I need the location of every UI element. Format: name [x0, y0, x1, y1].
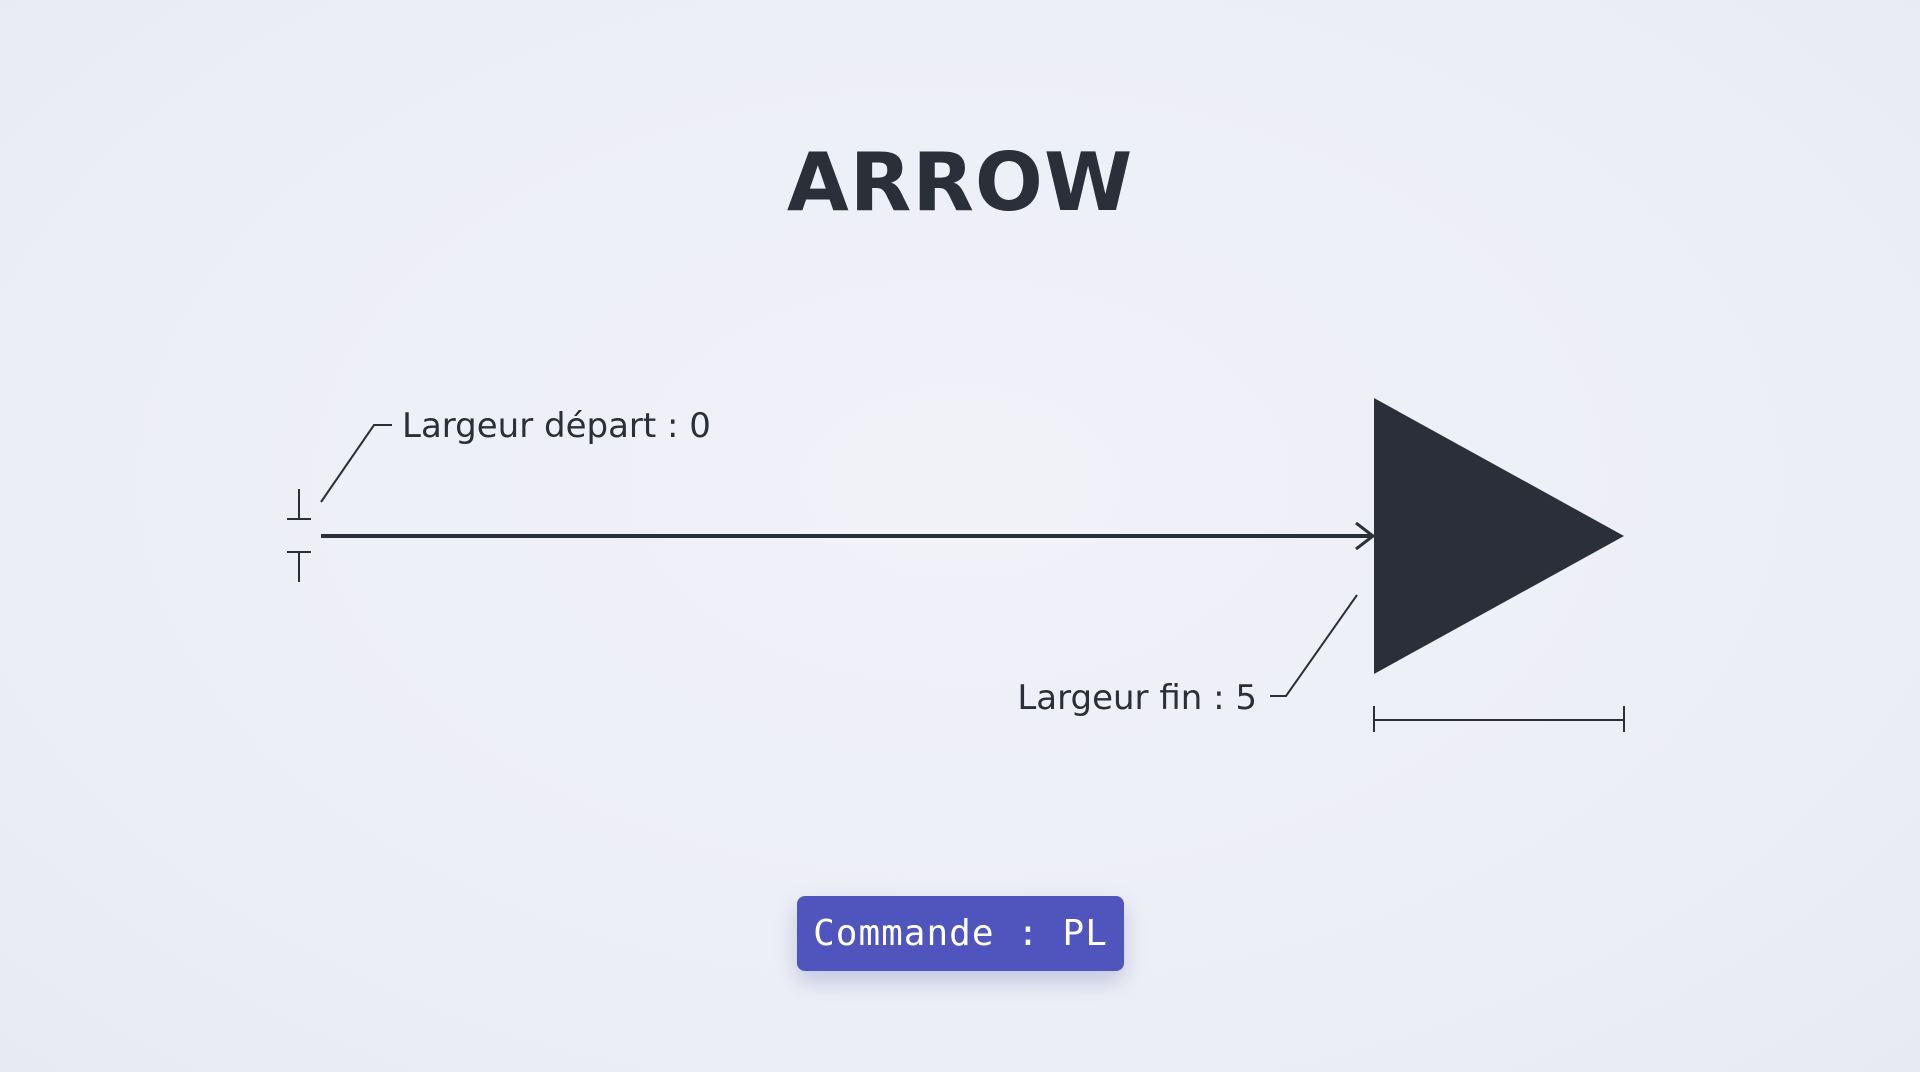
start-label-leader — [320, 424, 392, 503]
arrowhead-triangle — [1374, 398, 1624, 674]
end-width-dimension — [1373, 706, 1625, 732]
end-label-leader — [1270, 594, 1358, 697]
start-width-marker — [287, 489, 311, 582]
diagram-title: ARROW — [786, 136, 1134, 229]
start-width-label: Largeur départ : 0 — [402, 406, 711, 446]
end-width-label: Largeur fin : 5 — [1017, 678, 1257, 718]
arrow-shaft-head — [1355, 521, 1376, 551]
command-badge: Commande : PL — [797, 896, 1124, 971]
